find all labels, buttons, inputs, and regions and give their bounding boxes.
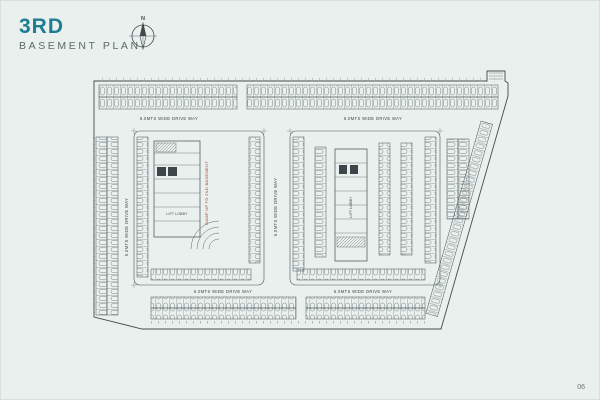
core-right-label: LIFT LOBBY [349, 196, 353, 218]
parking-strip [305, 307, 426, 320]
core-left: LIFT LOBBY [153, 140, 201, 238]
parking-strip [314, 146, 327, 258]
lift-shaft [350, 165, 358, 174]
grid-marks [131, 128, 443, 288]
core-right: LIFT LOBBY [334, 148, 368, 262]
page-title: 3RD BASEMENT PLAN [19, 15, 141, 53]
drive-way-label-top-right: 6.0MTS WIDE DRIVE WAY [344, 116, 402, 121]
parking-strip [424, 136, 437, 264]
parking-strip [248, 136, 261, 264]
parking-strip [400, 142, 413, 256]
parking-strip [150, 268, 252, 281]
title-subtitle: BASEMENT PLAN [19, 40, 141, 53]
parking-strip [292, 136, 305, 272]
drive-way-label-left-vertical: 6.0MTS WIDE DRIVE WAY [124, 198, 129, 256]
stair-hatch [336, 236, 366, 248]
left-dimension-ticks [91, 137, 95, 315]
parking-strip [136, 136, 149, 278]
page-number: 06 [577, 384, 585, 391]
title-floor: 3RD [19, 15, 65, 38]
lift-shaft [168, 167, 177, 176]
drive-way-label-top-left: 6.0MTS WIDE DRIVE WAY [140, 116, 198, 121]
bottom-parking-rows: 6.0MTS WIDE DRIVE WAY 6.0MTS WIDE DRIVE … [150, 289, 426, 325]
parking-strip [98, 84, 238, 98]
drive-way-label-middle-vertical: 6.0MTS WIDE DRIVE WAY [273, 178, 278, 236]
compass-rose: N [129, 16, 157, 50]
parking-strip [305, 296, 426, 309]
stair-hatch [155, 142, 177, 153]
top-parking-rows: 6.0MTS WIDE DRIVE WAY 6.0MTS WIDE DRIVE … [98, 78, 499, 121]
parking-strip [378, 142, 391, 256]
compass-north-label: N [141, 16, 145, 22]
ramp-annotation: RAMP UP TO 2ND BASEMENT [204, 161, 209, 225]
angled-parking-strip [425, 120, 493, 317]
compass-needle-north [140, 23, 146, 36]
parking-strip [150, 307, 297, 320]
lift-shaft [157, 167, 166, 176]
parking-strip [246, 96, 499, 110]
parking-strip [98, 96, 238, 110]
core-left-label: LIFT LOBBY [166, 212, 188, 216]
site-boundary [93, 70, 509, 330]
compass-needle [139, 22, 147, 50]
inner-block-right: LIFT LOBBY [289, 130, 441, 286]
ramp-arcs [190, 220, 220, 250]
bottom-dimension-ticks [151, 321, 425, 325]
left-parking-column: 6.0MTS WIDE DRIVE WAY [91, 136, 129, 316]
lift-shaft [339, 165, 347, 174]
parking-strip [425, 120, 493, 317]
parking-strip [150, 296, 297, 309]
inner-block-left: LIFT LOBBY RAMP UP TO 2ND BASEMENT [133, 130, 265, 286]
block-outline [133, 130, 265, 286]
parking-strip [106, 136, 119, 316]
block-outline [289, 130, 441, 286]
core-partitions [335, 162, 367, 234]
top-dimension-ticks [99, 78, 498, 82]
curved-ramp [190, 220, 220, 250]
drive-way-label-bottom-right: 6.0MTS WIDE DRIVE WAY [334, 289, 392, 294]
core-partitions [154, 152, 200, 222]
parking-strip [296, 268, 426, 281]
right-parking-area [425, 120, 493, 317]
parking-strip [246, 84, 499, 98]
drive-way-label-bottom-left: 6.0MTS WIDE DRIVE WAY [194, 289, 252, 294]
parking-strip [95, 136, 108, 316]
core-outline [153, 140, 201, 238]
